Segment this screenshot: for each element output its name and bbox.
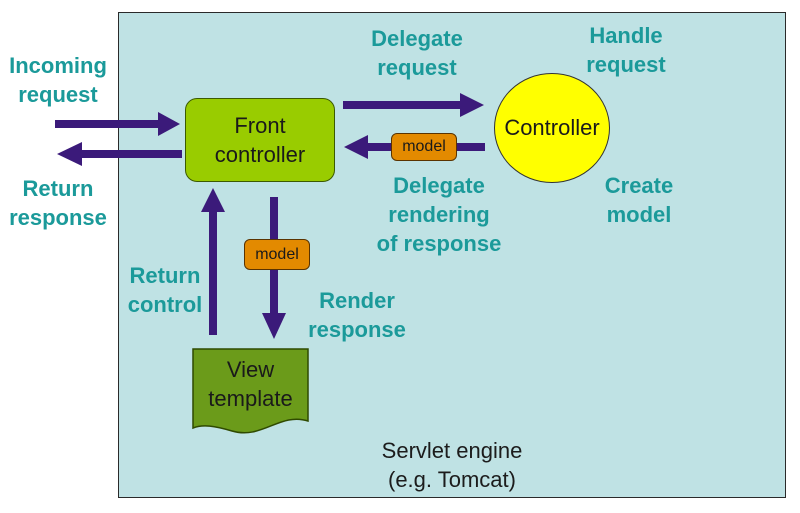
return-response-arrow [57, 142, 182, 166]
return-control-arrow [201, 188, 225, 335]
delegate-request-label: Delegate request [371, 26, 463, 80]
return-response-label: Return response [9, 176, 107, 230]
delegate-request-arrow [343, 93, 484, 117]
view-template-label: View template [208, 357, 293, 411]
incoming-request-label: Incoming request [9, 53, 107, 107]
return-control-label: Return control [127, 263, 203, 317]
render-response-label: Render response [308, 288, 406, 342]
controller-circle: Controller [494, 73, 610, 183]
create-model-label: Create model [604, 173, 674, 227]
view-template-shape [192, 348, 309, 434]
front-controller-box: Front controller [185, 98, 335, 182]
delegate-rendering-label: Delegate rendering of response [376, 173, 502, 256]
incoming-request-arrow [55, 112, 180, 136]
model-box-render: model [244, 239, 310, 270]
handle-request-label: Handle request [586, 23, 666, 77]
model-box-delegate: model [391, 133, 457, 161]
servlet-engine-label: Servlet engine (e.g. Tomcat) [381, 438, 523, 492]
